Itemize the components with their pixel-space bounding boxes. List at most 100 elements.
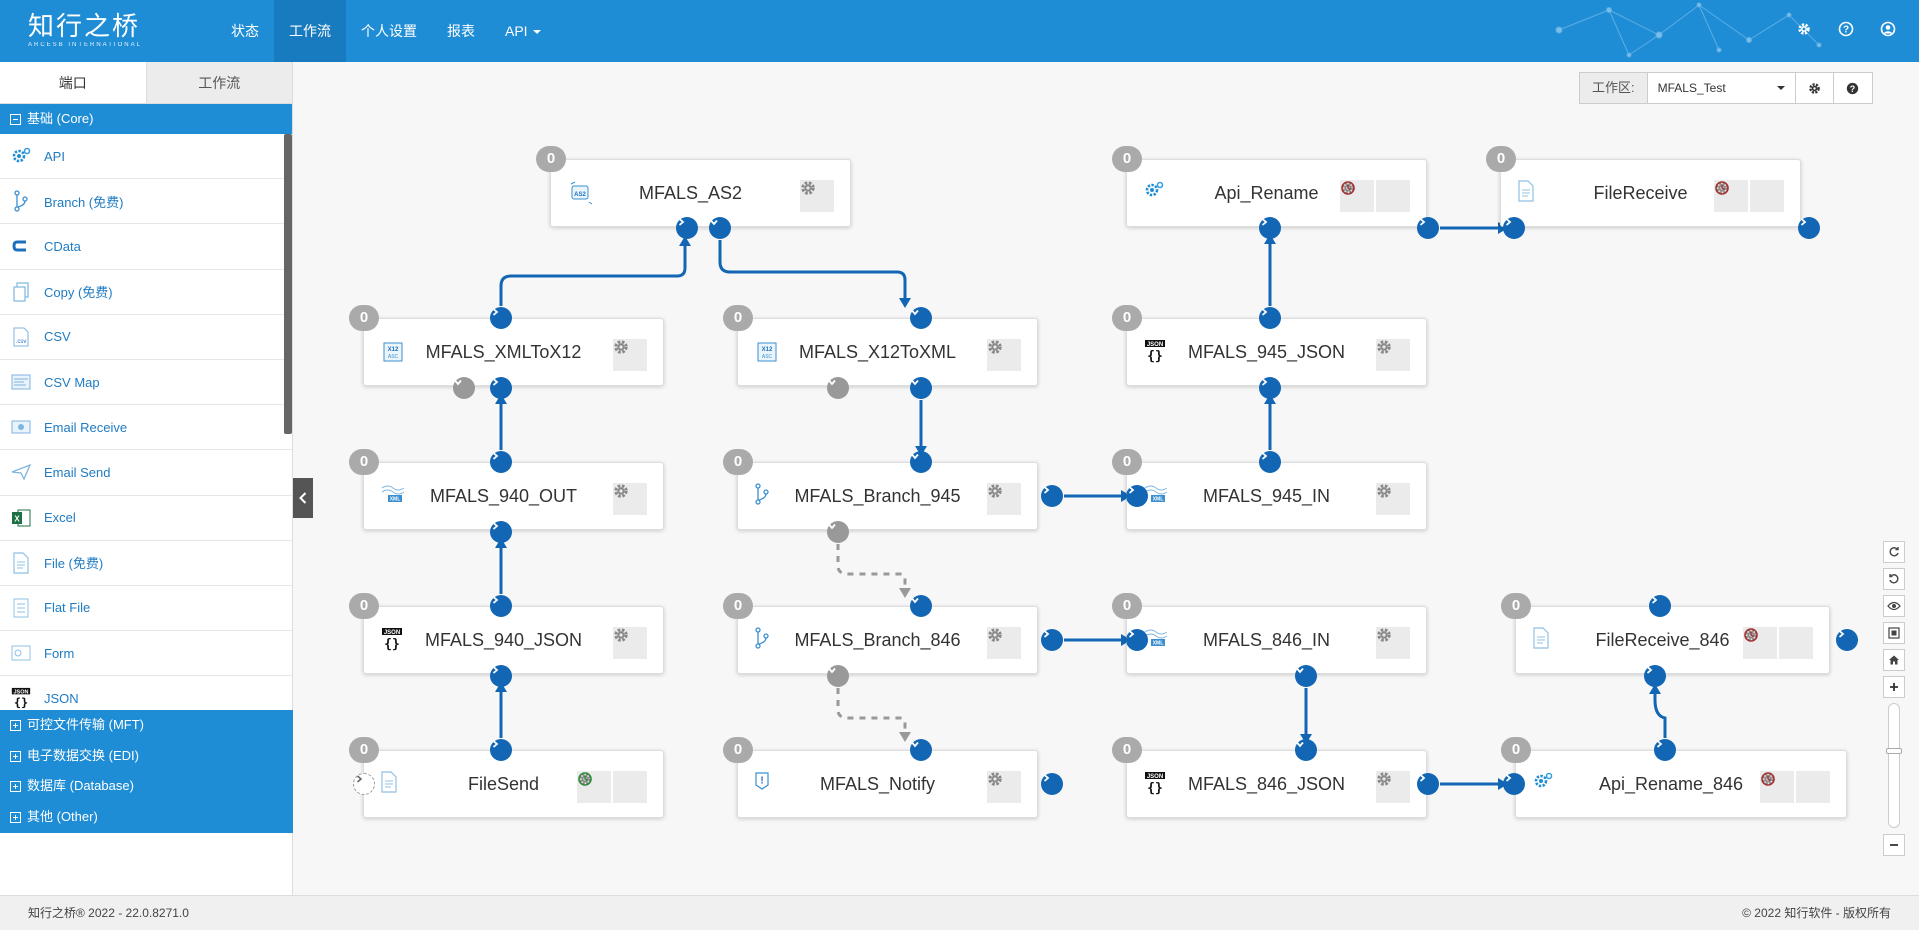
group-database-header[interactable]: 数据库 (Database) xyxy=(0,771,293,803)
flow-node-filereceive[interactable]: FileReceive xyxy=(1500,159,1801,227)
port-item[interactable]: File (免费) xyxy=(0,541,292,586)
connector-handle[interactable] xyxy=(453,377,475,399)
flow-node-apirename846[interactable]: Api_Rename_846 xyxy=(1515,750,1847,818)
message-count-badge[interactable]: 0 xyxy=(723,737,753,763)
connector-handle[interactable] xyxy=(490,521,512,543)
flow-node-branch945[interactable]: MFALS_Branch_945 xyxy=(737,462,1038,530)
flow-node-in945[interactable]: XML MFALS_945_IN xyxy=(1126,462,1427,530)
connector-handle[interactable] xyxy=(910,595,932,617)
node-settings-button[interactable] xyxy=(800,180,834,212)
node-settings-button[interactable] xyxy=(1376,483,1410,515)
connector-handle[interactable] xyxy=(490,665,512,687)
connector-handle[interactable] xyxy=(490,739,512,761)
port-item[interactable]: Branch (免费) xyxy=(0,179,292,225)
refresh-button[interactable] xyxy=(1883,541,1905,563)
node-schedule-button[interactable] xyxy=(1341,180,1410,212)
port-item[interactable]: CSV Map xyxy=(0,360,292,406)
sidebar-collapse-button[interactable] xyxy=(293,478,313,518)
connector-handle[interactable] xyxy=(1126,629,1148,651)
node-settings-button[interactable] xyxy=(987,627,1021,659)
workspace-dropdown[interactable]: MFALS_Test xyxy=(1648,73,1796,103)
sidebar-scrollbar[interactable] xyxy=(284,134,292,434)
workspace-help-button[interactable]: ? xyxy=(1834,73,1872,103)
zoom-in-button[interactable] xyxy=(1883,676,1905,698)
message-count-badge[interactable]: 0 xyxy=(1112,593,1142,619)
zoom-out-button[interactable] xyxy=(1883,834,1905,856)
connector-handle[interactable] xyxy=(709,217,731,239)
flow-node-as2[interactable]: AS2 MFALS_AS2 xyxy=(550,159,851,227)
port-item[interactable]: CData xyxy=(0,224,292,270)
flow-node-out940[interactable]: XML MFALS_940_OUT xyxy=(363,462,664,530)
connection-line[interactable] xyxy=(499,242,687,306)
connector-handle[interactable] xyxy=(827,665,849,687)
connector-handle[interactable] xyxy=(490,307,512,329)
home-button[interactable] xyxy=(1883,649,1905,671)
connector-handle[interactable] xyxy=(910,739,932,761)
flow-node-apirename[interactable]: Api_Rename xyxy=(1126,159,1427,227)
flow-node-branch846[interactable]: MFALS_Branch_846 xyxy=(737,606,1038,674)
message-count-badge[interactable]: 0 xyxy=(1486,146,1516,172)
connector-handle[interactable] xyxy=(1041,629,1063,651)
connector-handle[interactable] xyxy=(490,451,512,473)
nav-api[interactable]: API xyxy=(490,0,556,62)
nav-reports[interactable]: 报表 xyxy=(447,23,475,39)
connector-handle[interactable] xyxy=(1295,739,1317,761)
connector-handle[interactable] xyxy=(1259,451,1281,473)
group-other-header[interactable]: 其他 (Other) xyxy=(0,802,293,833)
connector-handle[interactable] xyxy=(827,377,849,399)
node-schedule-button[interactable] xyxy=(1744,627,1813,659)
message-count-badge[interactable]: 0 xyxy=(349,593,379,619)
flow-node-json940[interactable]: JSON{} MFALS_940_JSON xyxy=(363,606,664,674)
node-schedule-button[interactable] xyxy=(578,771,647,803)
connector-handle[interactable] xyxy=(1041,485,1063,507)
connector-handle[interactable] xyxy=(1417,773,1439,795)
node-settings-button[interactable] xyxy=(1376,339,1410,371)
message-count-badge[interactable]: 0 xyxy=(1112,305,1142,331)
message-count-badge[interactable]: 0 xyxy=(723,593,753,619)
port-item[interactable]: API xyxy=(0,134,292,180)
node-schedule-button[interactable] xyxy=(1715,180,1784,212)
connector-handle[interactable] xyxy=(1259,377,1281,399)
flow-node-filereceive846[interactable]: FileReceive_846 xyxy=(1515,606,1830,674)
connector-handle[interactable] xyxy=(827,521,849,543)
connector-handle[interactable] xyxy=(910,307,932,329)
logo[interactable]: 知行之桥 ARCESB INTERNATIONAL xyxy=(28,13,142,48)
connector-handle[interactable] xyxy=(1654,739,1676,761)
message-count-badge[interactable]: 0 xyxy=(723,305,753,331)
connector-handle[interactable] xyxy=(1259,217,1281,239)
message-count-badge[interactable]: 0 xyxy=(349,737,379,763)
node-settings-button[interactable] xyxy=(1376,627,1410,659)
help-icon[interactable]: ? xyxy=(1837,20,1855,38)
message-count-badge[interactable]: 0 xyxy=(723,449,753,475)
preview-button[interactable] xyxy=(1883,595,1905,617)
node-settings-button[interactable] xyxy=(613,483,647,515)
connector-handle[interactable] xyxy=(1041,773,1063,795)
port-item[interactable]: Email Receive xyxy=(0,405,292,451)
node-settings-button[interactable] xyxy=(613,339,647,371)
flow-node-in846[interactable]: XML MFALS_846_IN xyxy=(1126,606,1427,674)
message-count-badge[interactable]: 0 xyxy=(1112,146,1142,172)
group-core-header[interactable]: 基础 (Core) xyxy=(0,104,292,134)
group-mft-header[interactable]: 可控文件传输 (MFT) xyxy=(0,710,293,741)
node-settings-button[interactable] xyxy=(1340,180,1374,212)
flow-node-json945[interactable]: JSON{} MFALS_945_JSON xyxy=(1126,318,1427,386)
connector-handle[interactable] xyxy=(353,773,375,795)
connector-handle[interactable] xyxy=(1649,595,1671,617)
message-count-badge[interactable]: 0 xyxy=(536,146,566,172)
message-count-badge[interactable]: 0 xyxy=(1501,737,1531,763)
flow-node-notify[interactable]: ! MFALS_Notify xyxy=(737,750,1038,818)
flow-node-json846[interactable]: JSON{} MFALS_846_JSON xyxy=(1126,750,1427,818)
connection-line[interactable] xyxy=(718,240,907,302)
node-schedule-button[interactable] xyxy=(1761,771,1830,803)
zoom-slider-thumb[interactable] xyxy=(1886,748,1902,754)
connector-handle[interactable] xyxy=(1836,629,1858,651)
nav-flows[interactable]: 工作流 xyxy=(274,0,346,62)
port-item[interactable]: Flat File xyxy=(0,586,292,632)
failure-connection-line[interactable] xyxy=(836,544,907,592)
group-edi-header[interactable]: 电子数据交换 (EDI) xyxy=(0,740,293,772)
connector-handle[interactable] xyxy=(1295,665,1317,687)
user-account-icon[interactable] xyxy=(1879,20,1897,38)
